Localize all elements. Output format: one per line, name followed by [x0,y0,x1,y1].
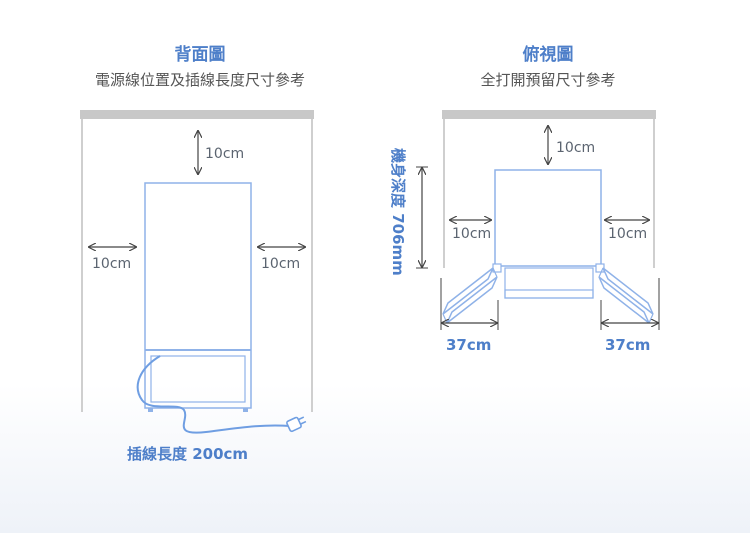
fridge-back-body [144,182,252,409]
depth-label: 機身深度 706mm [389,148,407,276]
fridge-drawer-front [504,289,594,299]
top-view-subtitle: 全打開預留尺寸參考 [480,71,616,89]
back-top-gap-label: 10cm [205,146,244,162]
back-view-subtitle: 電源線位置及插線長度尺寸參考 [94,71,305,89]
back-view-diagram: 10cm 10cm 10cm 插線長度 200cm [80,110,314,463]
cord-length-label: 插線長度 200cm [127,445,248,463]
back-right-gap-label: 10cm [261,256,300,272]
top-right-gap-label: 10cm [608,226,647,242]
fridge-top-body [494,169,602,267]
fridge-foot-left [148,408,153,412]
top-left-gap-label: 10cm [452,226,491,242]
left-door-label: 37cm [446,336,491,354]
plug-icon [286,416,307,433]
top-wall-top [442,110,656,119]
back-view-title: 背面圖 [174,45,226,65]
top-top-gap-label: 10cm [556,140,595,156]
fridge-back-compressor [150,355,246,403]
back-wall-top [80,110,314,119]
left-open-door [442,267,498,324]
right-open-door [598,267,654,324]
power-cord [136,355,291,434]
top-view-title: 俯視圖 [522,45,574,65]
right-door-label: 37cm [605,336,650,354]
fridge-drawer-outline [504,267,594,299]
back-left-gap-label: 10cm [92,256,131,272]
fridge-foot-right [243,408,248,412]
top-view-diagram: 10cm 10cm 10cm 機身深度 706mm 37cm 37cm [389,110,660,354]
